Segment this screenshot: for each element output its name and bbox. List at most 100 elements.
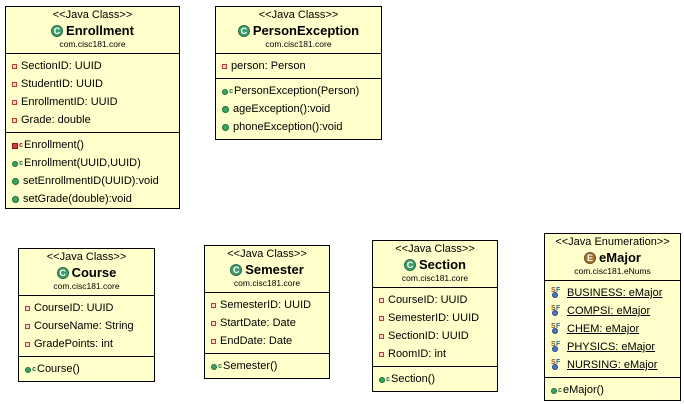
field-row[interactable]: SectionID: UUID	[373, 327, 497, 345]
private-field-icon	[25, 305, 30, 311]
field-label: EnrollmentID: UUID	[21, 96, 118, 108]
class-icon: C	[230, 263, 243, 276]
course-class-box[interactable]: <<Java Class>> C Course com.cisc181.core…	[18, 248, 155, 382]
fields-section: SectionID: UUID StudentID: UUID Enrollme…	[6, 54, 179, 132]
public-method-icon	[222, 105, 229, 113]
field-row[interactable]: GradePoints: int	[19, 335, 154, 353]
class-name: E eMajor	[545, 249, 680, 266]
method-row[interactable]: setEnrollmentID(UUID):void	[6, 172, 179, 190]
field-label: Grade: double	[21, 114, 91, 126]
constructor-icon: c	[25, 365, 36, 373]
field-label: SemesterID: UUID	[220, 299, 312, 311]
method-label: setEnrollmentID(UUID):void	[23, 175, 159, 187]
field-row[interactable]: StartDate: Date	[205, 314, 329, 332]
field-label: StudentID: UUID	[21, 78, 103, 90]
field-label: StartDate: Date	[220, 317, 296, 329]
private-field-icon	[25, 341, 30, 347]
semester-class-box[interactable]: <<Java Class>> C Semester com.cisc181.co…	[204, 245, 330, 379]
class-name-label: eMajor	[599, 250, 641, 265]
section-class-box[interactable]: <<Java Class>> C Section com.cisc181.cor…	[372, 240, 498, 392]
emajor-enum-box[interactable]: <<Java Enumeration>> E eMajor com.cisc18…	[544, 233, 681, 401]
private-field-icon	[379, 351, 384, 357]
public-method-icon	[222, 123, 229, 131]
class-name: C Section	[373, 256, 497, 273]
package-label: com.cisc181.core	[59, 39, 126, 49]
field-label: CourseID: UUID	[388, 294, 468, 306]
class-header: <<Java Class>> C Semester com.cisc181.co…	[205, 246, 329, 293]
field-row[interactable]: CourseID: UUID	[19, 299, 154, 317]
field-label: RoomID: int	[388, 348, 447, 360]
fields-section: CourseID: UUID CourseName: String GradeP…	[19, 296, 154, 356]
class-name: C PersonException	[216, 22, 381, 39]
class-name-label: Section	[419, 257, 466, 272]
field-row[interactable]: CourseName: String	[19, 317, 154, 335]
field-row[interactable]: SectionID: UUID	[6, 57, 179, 75]
class-name: C Enrollment	[6, 22, 179, 39]
method-row[interactable]: ageException():void	[216, 100, 381, 118]
class-name: C Semester	[205, 261, 329, 278]
field-row[interactable]: StudentID: UUID	[6, 75, 179, 93]
stereotype-label: <<Java Class>>	[227, 248, 307, 260]
method-row[interactable]: setGrade(double):void	[6, 190, 179, 208]
field-row[interactable]: EndDate: Date	[205, 332, 329, 350]
package-label: com.cisc181.core	[233, 278, 301, 288]
field-row[interactable]: CourseID: UUID	[373, 291, 497, 309]
field-label: CourseName: String	[34, 320, 134, 332]
private-field-icon	[379, 315, 384, 321]
stereotype-label: <<Java Class>>	[395, 243, 475, 255]
class-name-label: PersonException	[252, 23, 360, 38]
public-method-icon	[12, 195, 19, 203]
field-row[interactable]: SemesterID: UUID	[205, 296, 329, 314]
package-label: com.cisc181.core	[401, 273, 469, 283]
private-field-icon	[12, 81, 17, 87]
field-label: person: Person	[231, 60, 306, 72]
class-header: <<Java Enumeration>> E eMajor com.cisc18…	[545, 234, 680, 281]
class-header: <<Java Class>> C PersonException com.cis…	[216, 7, 381, 54]
method-row[interactable]: phoneException():void	[216, 118, 381, 136]
field-row[interactable]: SemesterID: UUID	[373, 309, 497, 327]
constructor-icon: c	[12, 159, 23, 167]
package-label: com.cisc181.eNums	[574, 266, 651, 276]
person-exception-class-box[interactable]: <<Java Class>> C PersonException com.cis…	[215, 6, 382, 140]
private-field-icon	[222, 63, 227, 69]
method-label: Section()	[391, 373, 436, 385]
package-label: com.cisc181.core	[265, 39, 332, 49]
field-row[interactable]: person: Person	[216, 57, 381, 75]
private-constructor-icon: c	[12, 141, 23, 149]
method-label: PersonException(Person)	[234, 85, 360, 97]
method-label: Enrollment(UUID,UUID)	[24, 157, 141, 169]
method-label: eMajor()	[563, 384, 604, 396]
fields-section: SemesterID: UUID StartDate: Date EndDate…	[205, 293, 329, 353]
field-row[interactable]: RoomID: int	[373, 345, 497, 363]
private-field-icon	[379, 333, 384, 339]
method-label: Course()	[37, 363, 80, 375]
private-field-icon	[25, 323, 30, 329]
field-row[interactable]: EnrollmentID: UUID	[6, 93, 179, 111]
private-field-icon	[12, 63, 17, 69]
class-name-label: Semester	[245, 262, 304, 277]
method-label: ageException():void	[233, 103, 331, 115]
enrollment-class-box[interactable]: <<Java Class>> C Enrollment com.cisc181.…	[5, 6, 180, 209]
fields-section: CourseID: UUID SemesterID: UUID SectionI…	[373, 288, 497, 366]
class-header: <<Java Class>> C Section com.cisc181.cor…	[373, 241, 497, 288]
constructor-icon: c	[211, 362, 222, 370]
field-row[interactable]: Grade: double	[6, 111, 179, 129]
